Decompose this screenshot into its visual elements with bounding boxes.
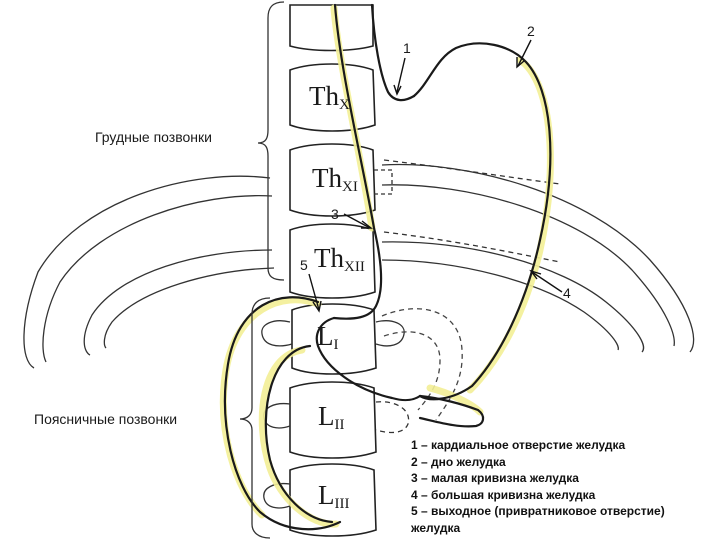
thoracic-vertebrae-label: Грудные позвонки <box>95 129 212 145</box>
lumbar-brace <box>239 297 271 539</box>
vertebra-label-thxii: ThXII <box>314 243 365 275</box>
right-upper-rib <box>381 163 695 353</box>
duodenum-outline <box>381 308 463 421</box>
vertebra-label-li: LI <box>317 321 339 353</box>
legend-item: 2 – дно желудка <box>411 454 506 469</box>
left-upper-rib-inner <box>42 194 273 363</box>
ribs <box>23 159 695 369</box>
stomach-outline <box>223 3 552 531</box>
left-lower-rib-inner <box>103 267 275 349</box>
legend-item: 3 – малая кривизна желудка <box>411 471 579 485</box>
arrow-5 <box>308 273 320 311</box>
marker-2: 2 <box>527 23 535 39</box>
esophagus-right-wall <box>370 3 416 102</box>
pointer-arrows <box>308 39 563 313</box>
marker-4: 4 <box>563 285 571 301</box>
arrow-3 <box>343 213 371 229</box>
legend-item: желудка <box>411 520 461 535</box>
highlight-greater-curvature <box>466 56 554 394</box>
right-upper-rib-inner <box>381 184 675 347</box>
legend-item: 1 – кардиальное отверстие желудка <box>411 438 626 452</box>
legend: 1 – кардиальное отверстие желудка 2 – дн… <box>411 437 665 536</box>
arrow-2 <box>517 39 532 67</box>
highlight-duodenum-loop <box>258 346 340 528</box>
vertebra-label-lii: LII <box>318 401 345 433</box>
left-lower-rib <box>83 249 273 356</box>
thoracic-brace <box>257 1 285 281</box>
rib-dashed-b <box>383 231 561 263</box>
vertebra-lii <box>289 381 377 459</box>
lesser-curvature-lower <box>315 316 422 402</box>
left-upper-rib <box>23 175 271 369</box>
rib-dashed-a <box>383 159 561 185</box>
legend-item: 4 – большая кривизна желудка <box>411 487 596 502</box>
right-lower-rib-inner <box>381 259 619 351</box>
process-left-li <box>261 320 293 347</box>
pylorus-inner-loop <box>264 344 334 524</box>
process-right-li <box>375 320 405 347</box>
vertebra-label-liii: LIII <box>318 480 350 512</box>
duodenum-lower <box>383 331 441 411</box>
vertebra-label-thxi: ThXI <box>312 163 358 195</box>
esophagus-left-wall <box>332 3 383 320</box>
marker-3: 3 <box>331 206 339 222</box>
right-lower-rib <box>381 241 644 353</box>
pylorus-outer-loop <box>223 296 342 531</box>
arrow-4 <box>531 271 563 293</box>
vertebra-thxi <box>289 143 376 217</box>
lumbar-vertebrae-label: Поясничные позвонки <box>34 411 178 427</box>
process-right-thxi <box>374 169 393 195</box>
fundus-and-greater-curvature <box>412 42 552 401</box>
vertebra-top-fragment <box>289 4 374 52</box>
marker-1: 1 <box>403 40 411 56</box>
duodenum-upper <box>381 308 463 421</box>
vertebra-label-thx: ThX <box>309 81 350 113</box>
marker-5: 5 <box>300 257 308 273</box>
legend-item: 5 – выходное (привратниковое отверстие) <box>411 504 665 518</box>
pyloric-tube <box>418 394 485 428</box>
process-right-lii <box>375 401 410 434</box>
arrow-1 <box>396 57 406 93</box>
